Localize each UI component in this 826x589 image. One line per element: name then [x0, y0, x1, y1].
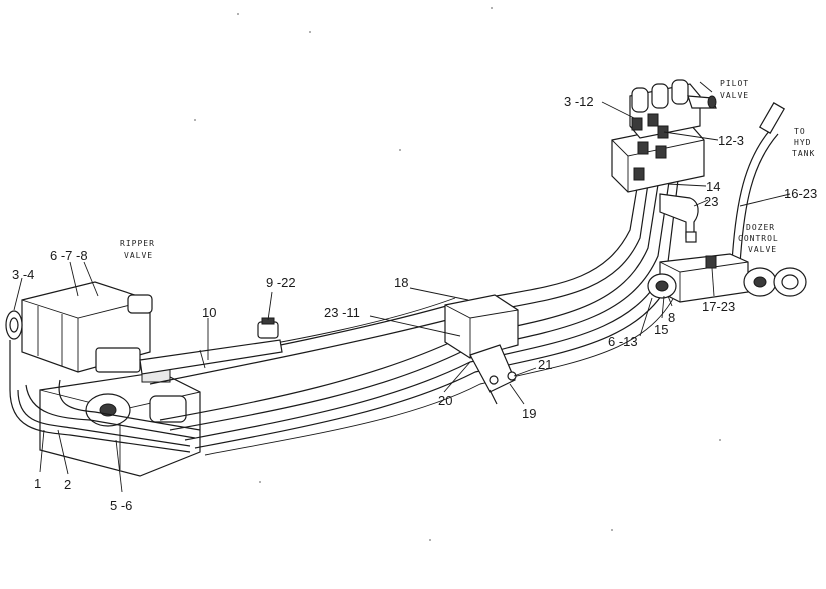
pilot-hose-fittings	[631, 113, 669, 181]
tank-line-16-23	[731, 102, 786, 265]
callout-12-3: 12-3	[718, 133, 744, 148]
note-dozer-line2: CONTROL	[738, 234, 779, 243]
callout-9-22: 9 -22	[266, 275, 296, 290]
elbow-14-23	[659, 193, 699, 243]
callout-21: 21	[538, 357, 552, 372]
end-fitting-left	[5, 310, 23, 390]
note-tank-line3: TANK	[792, 149, 815, 158]
callout-18: 18	[394, 275, 408, 290]
callout-23-11: 23 -11	[324, 305, 360, 320]
fitting-9-22	[257, 317, 279, 339]
callout-23: 23	[704, 194, 718, 209]
note-tank-line2: HYD	[794, 138, 811, 147]
callout-6-13: 6 -13	[608, 334, 638, 349]
main-hose-bundle	[149, 169, 683, 456]
callout-16-23: 16-23	[784, 186, 817, 201]
note-pilot-line1: PILOT	[720, 79, 749, 88]
callout-2: 2	[64, 477, 71, 492]
leader-lines	[13, 81, 791, 493]
callout-8: 8	[668, 310, 675, 325]
note-tank-line1: TO	[794, 127, 806, 136]
scan-specks	[194, 7, 721, 541]
callout-10: 10	[202, 305, 216, 320]
callout-19: 19	[522, 406, 536, 421]
callout-1: 1	[34, 476, 41, 491]
callout-3-4: 3 -4	[12, 267, 34, 282]
callout-5-6: 5 -6	[110, 498, 132, 513]
callout-6-7-8: 6 -7 -8	[50, 248, 88, 263]
clamp-block-18	[444, 294, 519, 359]
callout-17-23: 17-23	[702, 299, 735, 314]
note-pilot-line2: VALVE	[720, 91, 749, 100]
callout-labels: 3 -4 6 -7 -8 9 -22 10 23 -11 18 21 20 19…	[12, 94, 817, 513]
callout-20: 20	[438, 393, 452, 408]
dozer-control-valve	[647, 253, 807, 303]
notes: RIPPER VALVE PILOT VALVE TO HYD TANK DOZ…	[120, 79, 815, 260]
callout-14: 14	[706, 179, 720, 194]
callout-3-12: 3 -12	[564, 94, 594, 109]
note-ripper-line2: VALVE	[124, 251, 153, 260]
callout-15: 15	[654, 322, 668, 337]
bracket-20	[469, 344, 517, 405]
pump-housing	[39, 347, 201, 477]
lower-tubes	[9, 379, 201, 453]
note-ripper-line1: RIPPER	[120, 239, 155, 248]
note-dozer-line3: VALVE	[748, 245, 777, 254]
note-dozer-line1: DOZER	[746, 223, 775, 232]
rod-10	[139, 339, 283, 375]
